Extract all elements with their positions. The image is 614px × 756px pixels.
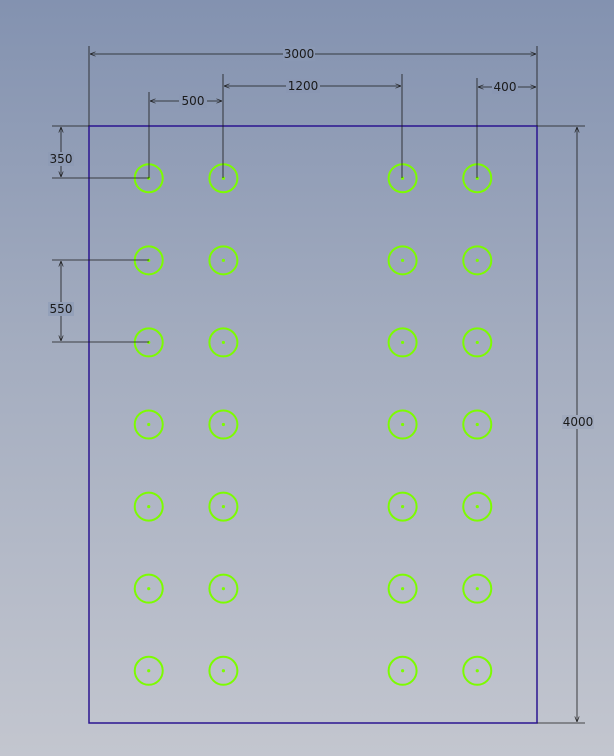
hole-circle[interactable] xyxy=(208,573,239,604)
label-bg xyxy=(283,47,315,61)
hole-center-point[interactable] xyxy=(475,587,479,591)
hole-center-point[interactable] xyxy=(475,504,479,509)
hole-center-point[interactable] xyxy=(401,669,405,673)
label-bg xyxy=(492,80,518,94)
hole-circle[interactable] xyxy=(208,409,239,440)
hole-center-point[interactable] xyxy=(147,504,151,509)
label-bg xyxy=(48,302,74,316)
dim-text-overall-width[interactable]: 3000 xyxy=(284,47,315,61)
hole-center-point[interactable] xyxy=(475,340,479,345)
dimensions-group xyxy=(52,46,585,724)
hole-center-point[interactable] xyxy=(221,422,225,427)
hole-circle[interactable] xyxy=(133,491,164,522)
hole-circle[interactable] xyxy=(208,327,239,358)
hole-circle[interactable] xyxy=(462,491,493,522)
label-bg xyxy=(179,94,207,108)
hole-center-point[interactable] xyxy=(147,669,151,673)
hole-circle[interactable] xyxy=(133,409,164,440)
dim-text-row-spacing[interactable]: 550 xyxy=(50,302,73,316)
hole-circle[interactable] xyxy=(387,409,418,440)
hole-center-point[interactable] xyxy=(221,258,225,262)
hole-center-point[interactable] xyxy=(475,422,479,427)
hole-circle[interactable] xyxy=(133,573,164,604)
hole-center-point[interactable] xyxy=(221,669,225,673)
holes-group xyxy=(133,163,493,686)
hole-center-point[interactable] xyxy=(147,422,151,427)
dim-text-overall-height[interactable]: 4000 xyxy=(563,415,594,429)
hole-center-point[interactable] xyxy=(401,504,405,509)
hole-center-point[interactable] xyxy=(401,176,405,180)
hole-circle[interactable] xyxy=(208,655,239,686)
hole-circle[interactable] xyxy=(208,245,239,276)
hole-center-point[interactable] xyxy=(401,422,405,427)
hole-circle[interactable] xyxy=(462,655,493,686)
label-bg xyxy=(286,79,320,93)
dim-text-col-spacing-middle[interactable]: 1200 xyxy=(288,79,319,93)
hole-circle[interactable] xyxy=(462,327,493,358)
hole-circle[interactable] xyxy=(387,491,418,522)
hole-center-point[interactable] xyxy=(475,669,479,673)
hole-center-point[interactable] xyxy=(147,587,151,591)
hole-circle[interactable] xyxy=(462,573,493,604)
hole-center-point[interactable] xyxy=(221,587,225,591)
hole-circle[interactable] xyxy=(462,409,493,440)
hole-center-point[interactable] xyxy=(221,504,225,509)
hole-circle[interactable] xyxy=(387,327,418,358)
hole-center-point[interactable] xyxy=(147,340,151,345)
label-bg xyxy=(48,152,74,166)
hole-center-point[interactable] xyxy=(221,176,225,180)
hole-circle[interactable] xyxy=(387,245,418,276)
hole-circle[interactable] xyxy=(208,491,239,522)
hole-center-point[interactable] xyxy=(401,587,405,591)
dim-text-right-offset[interactable]: 400 xyxy=(494,80,517,94)
hole-circle[interactable] xyxy=(387,655,418,686)
plate-outline[interactable] xyxy=(88,125,538,724)
hole-circle[interactable] xyxy=(387,573,418,604)
hole-circle[interactable] xyxy=(462,245,493,276)
hole-center-point[interactable] xyxy=(475,258,479,262)
label-bg xyxy=(562,415,594,429)
dim-text-col-spacing-left[interactable]: 500 xyxy=(182,94,205,108)
dimension-labels: 3000 500 1200 400 350 550 4000 xyxy=(48,47,594,429)
hole-center-point[interactable] xyxy=(401,258,405,262)
hole-center-point[interactable] xyxy=(401,340,405,345)
hole-center-point[interactable] xyxy=(475,176,479,180)
hole-center-point[interactable] xyxy=(221,340,225,345)
hole-circle[interactable] xyxy=(387,163,418,194)
dim-text-top-offset[interactable]: 350 xyxy=(50,152,73,166)
hole-circle[interactable] xyxy=(133,327,164,358)
hole-circle[interactable] xyxy=(133,655,164,686)
